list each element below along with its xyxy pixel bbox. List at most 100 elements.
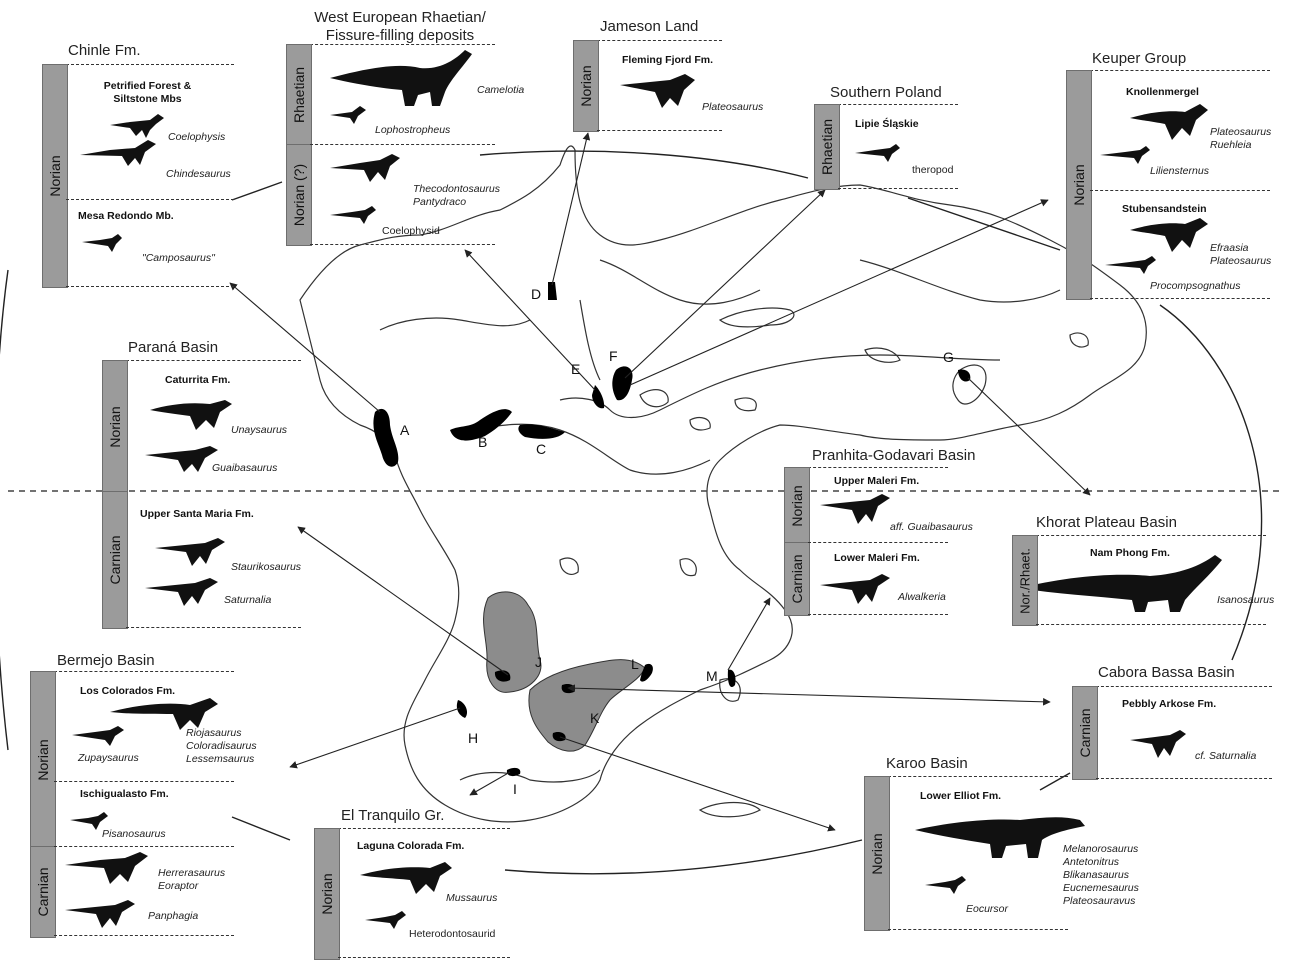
locality-M-area (727, 669, 736, 688)
heterodontosaurid-silhouette (365, 911, 406, 929)
guaibasaurus-silhouette (145, 446, 218, 472)
taxon-label: Unaysaurus (231, 424, 288, 436)
arrow-M (727, 597, 771, 671)
zupaysaurus-silhouette (72, 726, 124, 746)
divider (126, 360, 301, 361)
stage-label: Norian (789, 484, 805, 527)
arrow-K-karoo (559, 736, 836, 832)
inner-coast (579, 299, 601, 381)
formation-label: Knollenmergel (1126, 86, 1199, 98)
karoo-stage-bar: Norian (864, 776, 890, 931)
locality-letter-B: B (478, 434, 488, 450)
inner-coast (859, 259, 1061, 303)
arrow-K-cabora (567, 684, 1051, 706)
taxon-label: Riojasaurus Coloradisaurus Lessemsaurus (186, 727, 257, 765)
divider (888, 776, 1068, 777)
poland-stage-bar: Rhaetian (814, 104, 840, 190)
locality-letter-F: F (609, 348, 618, 364)
saturnalia-silhouette (1130, 730, 1186, 758)
khorat-stage-bar: Nor./Rhaet. (1012, 535, 1038, 626)
taxon-label: Staurikosaurus (231, 561, 302, 573)
arrow-A (229, 282, 381, 413)
connector-arc (479, 150, 809, 179)
locality-letter-M: M (706, 668, 718, 684)
pangaea-outline (299, 145, 1147, 823)
taxon-label: Thecodontosaurus Pantydraco (413, 183, 500, 208)
locality-K-area-2 (552, 731, 566, 742)
taxon-label: aff. Guaibasaurus (890, 521, 973, 533)
divider (808, 467, 948, 468)
taxon-label: Zupaysaurus (78, 752, 139, 764)
saturnalia-silhouette (145, 578, 218, 606)
locality-letter-A: A (400, 422, 410, 438)
arrow-E (464, 249, 596, 391)
locality-I-area (506, 767, 521, 777)
locality-H-area (456, 700, 468, 718)
arrow-J (297, 526, 509, 676)
taxon-label: cf. Saturnalia (1195, 750, 1257, 762)
taxon-label: Procompsognathus (1150, 280, 1241, 292)
lophostropheus-silhouette (330, 106, 366, 124)
taxon-label: theropod (912, 164, 954, 176)
connector (907, 197, 1061, 251)
connector (231, 181, 283, 201)
norian-stage-bar: Norian (?) (286, 144, 312, 246)
arrow-I (469, 771, 511, 796)
stage-label: Norian (578, 65, 594, 107)
divider (597, 40, 722, 41)
divider (310, 44, 495, 45)
taxon-label: Heterodontosaurid (409, 928, 496, 940)
inner-coast (599, 259, 761, 305)
locality-letter-K: K (590, 710, 600, 726)
formation-label: Upper Santa Maria Fm. (140, 508, 254, 520)
tranquilo-title: El Tranquilo Gr. (341, 807, 445, 824)
locality-J-area (494, 670, 511, 682)
pisanosaurus-silhouette (70, 812, 108, 830)
khorat-title: Khorat Plateau Basin (1036, 514, 1177, 531)
stage-label: Norian (1071, 164, 1087, 206)
island (698, 801, 761, 818)
taxon-label: Coelophysis (168, 131, 226, 143)
island (734, 397, 757, 412)
arrow-F-keuper (629, 199, 1049, 386)
pranhita-carnian-bar: Carnian (784, 542, 810, 616)
taxon-label: Chindesaurus (166, 168, 231, 180)
locality-letter-D: D (531, 286, 542, 302)
bermejo-norian-bar: Norian (30, 671, 56, 848)
tranquilo-stage-bar: Norian (314, 828, 340, 960)
formation-label: Laguna Colorada Fm. (357, 840, 465, 852)
stage-label: Norian (319, 873, 335, 915)
divider (597, 130, 722, 131)
bermejo-title: Bermejo Basin (57, 652, 155, 669)
rhaetian-stage-bar: Rhaetian (286, 44, 312, 146)
taxon-label: Efraasia Plateosaurus (1210, 242, 1272, 267)
island (864, 347, 901, 363)
coelophysid-silhouette (330, 206, 376, 224)
taxon-label: Isanosaurus (1217, 594, 1275, 606)
divider (838, 188, 958, 189)
island (1069, 332, 1089, 348)
locality-letter-H: H (468, 730, 479, 746)
taxon-label: Melanorosaurus Antetonitrus Blikanasauru… (1063, 843, 1139, 907)
taxon-label: Alwalkeria (898, 591, 946, 603)
herrerasaurus-silhouette (65, 852, 148, 884)
procompsognathus-silhouette (1105, 256, 1156, 274)
mussaurus-silhouette (360, 862, 452, 894)
stage-label: Carnian (107, 535, 123, 585)
formation-label: Upper Maleri Fm. (834, 475, 920, 487)
stage-label: Carnian (1077, 708, 1093, 758)
divider (66, 64, 234, 65)
melanorosaurus-silhouette (915, 817, 1085, 858)
stage-label: Norian (?) (291, 163, 307, 227)
taxon-label: Mussaurus (446, 892, 498, 904)
divider (1090, 190, 1270, 191)
island (952, 364, 987, 405)
keuper-stage-bar: Norian (1066, 70, 1092, 300)
taxon-label: Coelophysid (382, 225, 440, 237)
stage-label: Nor./Rhaet. (1017, 547, 1033, 614)
locality-letter-L: L (631, 656, 639, 672)
coelophysis-silhouette (110, 114, 164, 138)
divider (838, 104, 958, 105)
title-line: Fissure-filling deposits (325, 27, 475, 44)
